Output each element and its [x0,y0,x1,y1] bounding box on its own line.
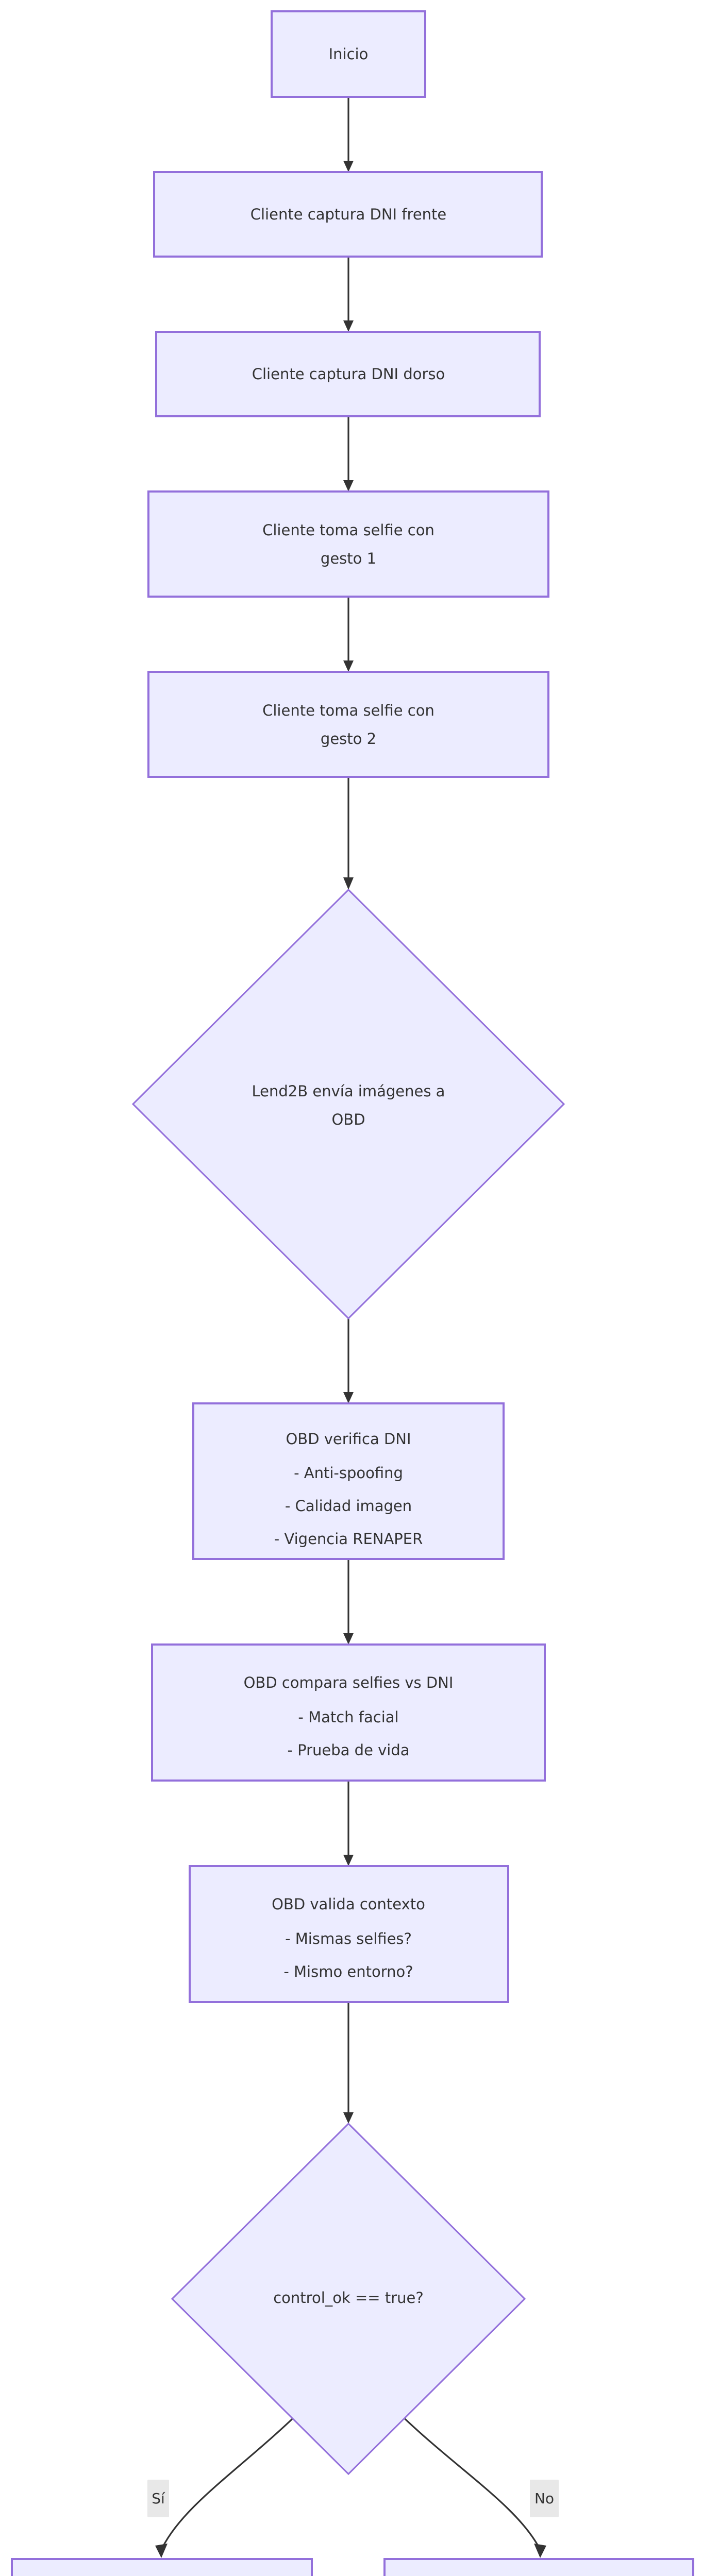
edge-control-ok-to-rechazar [395,2409,546,2558]
edge-captura-dorso-to-selfie-gesto-1 [343,416,354,492]
node-lend2b-envia-imagenes-obd[interactable]: Lend2B envía imágenes a OBD [131,888,565,1320]
node-captura-dni-frente[interactable]: Cliente captura DNI frente [153,171,543,258]
edge-selfie-gesto-1-to-selfie-gesto-2 [343,597,354,672]
node-captura-dni-dorso[interactable]: Cliente captura DNI dorso [155,331,541,417]
edge-selfie-gesto-2-to-envio-obd [343,777,354,890]
node-selfie-gesto-1-line-0: Cliente toma selfie con [262,521,434,539]
edge-control-ok-to-cliente-valido [155,2409,303,2558]
node-selfie-gesto-2-line-1: gesto 2 [321,730,376,748]
edge-label-yes-text: Sí [152,2490,165,2507]
node-cliente-valido[interactable]: Cliente válido Continuar proceso [11,2558,313,2576]
node-obd-valida-contexto-line-0: OBD valida contexto [272,1895,425,1913]
node-obd-compara-selfies-line-1: - Match facial [298,1708,398,1726]
edge-envio-obd-to-verifica-dni [343,1318,354,1403]
node-obd-compara-selfies[interactable]: OBD compara selfies vs DNI - Match facia… [151,1643,546,1782]
edge-inicio-to-captura-frente [343,97,354,172]
node-selfie-gesto-1[interactable]: Cliente toma selfie con gesto 1 [147,490,549,598]
edge-label-no: No [530,2480,559,2517]
node-obd-verifica-dni[interactable]: OBD verifica DNI - Anti-spoofing - Calid… [192,1402,505,1560]
node-selfie-gesto-1-line-1: gesto 1 [321,550,376,567]
node-control-ok-decision-line-0: control_ok == true? [273,2289,424,2307]
edge-label-group: Sí No [147,2480,559,2517]
edge-valida-contexto-to-control-ok [343,2002,354,2124]
node-obd-compara-selfies-line-2: - Prueba de vida [287,1741,409,1759]
node-obd-valida-contexto-line-1: - Mismas selfies? [285,1930,412,1947]
node-obd-verifica-dni-line-2: - Calidad imagen [285,1497,412,1515]
edge-verifica-dni-to-compara-selfies [343,1559,354,1645]
node-obd-valida-contexto[interactable]: OBD valida contexto - Mismas selfies? - … [189,1865,509,2003]
edge-captura-frente-to-captura-dorso [343,257,354,332]
node-inicio-line-0: Inicio [329,45,369,63]
node-obd-compara-selfies-line-0: OBD compara selfies vs DNI [244,1674,454,1691]
node-inicio[interactable]: Inicio [271,10,426,98]
node-selfie-gesto-2-line-0: Cliente toma selfie con [262,702,434,719]
node-lend2b-envia-imagenes-obd-line-0: Lend2B envía imágenes a [252,1082,445,1100]
node-obd-valida-contexto-line-2: - Mismo entorno? [283,1963,413,1980]
node-obd-verifica-dni-line-1: - Anti-spoofing [294,1464,403,1482]
node-selfie-gesto-2[interactable]: Cliente toma selfie con gesto 2 [147,671,549,778]
node-obd-verifica-dni-line-0: OBD verifica DNI [286,1430,411,1448]
node-captura-dni-dorso-line-0: Cliente captura DNI dorso [252,365,445,383]
edge-label-yes: Sí [147,2480,169,2517]
node-captura-dni-frente-line-0: Cliente captura DNI frente [250,206,447,223]
edge-compara-selfies-to-valida-contexto [343,1781,354,1866]
node-control-ok-decision[interactable]: control_ok == true? [171,2122,526,2476]
edge-label-no-text: No [534,2490,554,2507]
node-lend2b-envia-imagenes-obd-line-1: OBD [331,1111,365,1128]
node-rechazar[interactable]: Rechazar Motivo: description [383,2558,694,2576]
node-obd-verifica-dni-line-3: - Vigencia RENAPER [274,1530,423,1548]
edge-group [155,97,546,2558]
